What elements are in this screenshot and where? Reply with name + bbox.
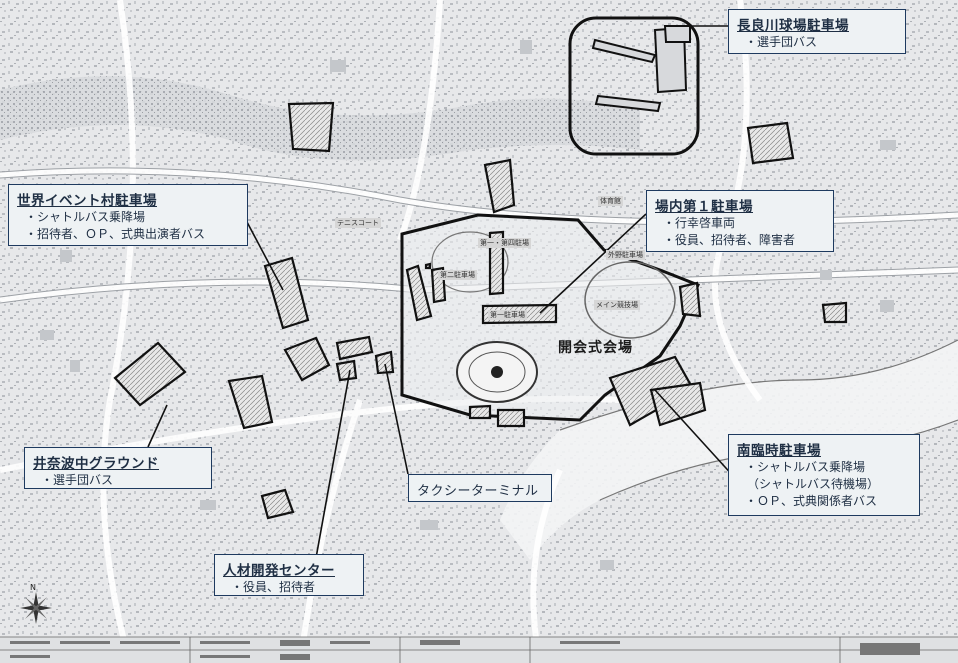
callout-sekai-event-parking: 世界イベント村駐車場 シャトルバス乗降場 招待者、ＯＰ、式典出演者バス: [8, 184, 248, 246]
callout-item: 選手団バス: [737, 34, 897, 51]
callout-item: シャトルバス乗降場: [737, 459, 911, 476]
callout-item: 招待者、ＯＰ、式典出演者バス: [17, 226, 239, 243]
callout-item: 行幸啓車両: [655, 215, 825, 232]
callout-item: 役員、招待者: [223, 579, 355, 596]
venue-label: 開会式会場: [558, 340, 633, 356]
map-tag: 体育館: [598, 196, 623, 206]
map-tag: 第一・第四駐場: [478, 238, 531, 248]
callout-title: 井奈波中グラウンド: [33, 456, 159, 472]
callout-item: （シャトルバス待機場）: [747, 477, 880, 491]
callout-jonai-1-parking: 場内第１駐車場 行幸啓車両 役員、招待者、障害者: [646, 190, 834, 252]
map-tag: 第一駐車場: [488, 310, 527, 320]
lot-a: [287, 101, 335, 153]
callout-title: 南臨時駐車場: [737, 443, 821, 459]
callout-inaba-ground: 井奈波中グラウンド 選手団バス: [24, 447, 212, 489]
svg-text:N: N: [30, 583, 36, 592]
map-tag: 第二駐車場: [438, 270, 477, 280]
callout-title: 人材開発センター: [223, 563, 335, 579]
callout-jinzai-center: 人材開発センター 役員、招待者: [214, 554, 364, 596]
callout-minami-parking: 南臨時駐車場 シャトルバス乗降場 （シャトルバス待機場） ＯＰ、式典関係者バス: [728, 434, 920, 516]
callout-title: タクシーターミナル: [417, 484, 539, 499]
nagaragawa-highlight: [568, 16, 700, 156]
callout-title: 場内第１駐車場: [655, 199, 753, 215]
callout-item: 選手団バス: [33, 472, 203, 489]
map-tag: テニスコート: [335, 218, 381, 228]
callout-item: ＯＰ、式典関係者バス: [737, 493, 911, 510]
map-tag: 外野駐車場: [606, 250, 645, 260]
callout-taxi-terminal: タクシーターミナル: [408, 474, 552, 502]
callout-title: 世界イベント村駐車場: [17, 193, 157, 209]
callout-nagaragawa-parking: 長良川球場駐車場 選手団バス: [728, 9, 906, 54]
compass-rose-icon: N: [20, 583, 52, 624]
callout-item: シャトルバス乗降場: [17, 209, 239, 226]
map-tag: メイン競技場: [594, 300, 640, 310]
callout-item: 役員、招待者、障害者: [655, 232, 825, 249]
callout-title: 長良川球場駐車場: [737, 18, 849, 34]
